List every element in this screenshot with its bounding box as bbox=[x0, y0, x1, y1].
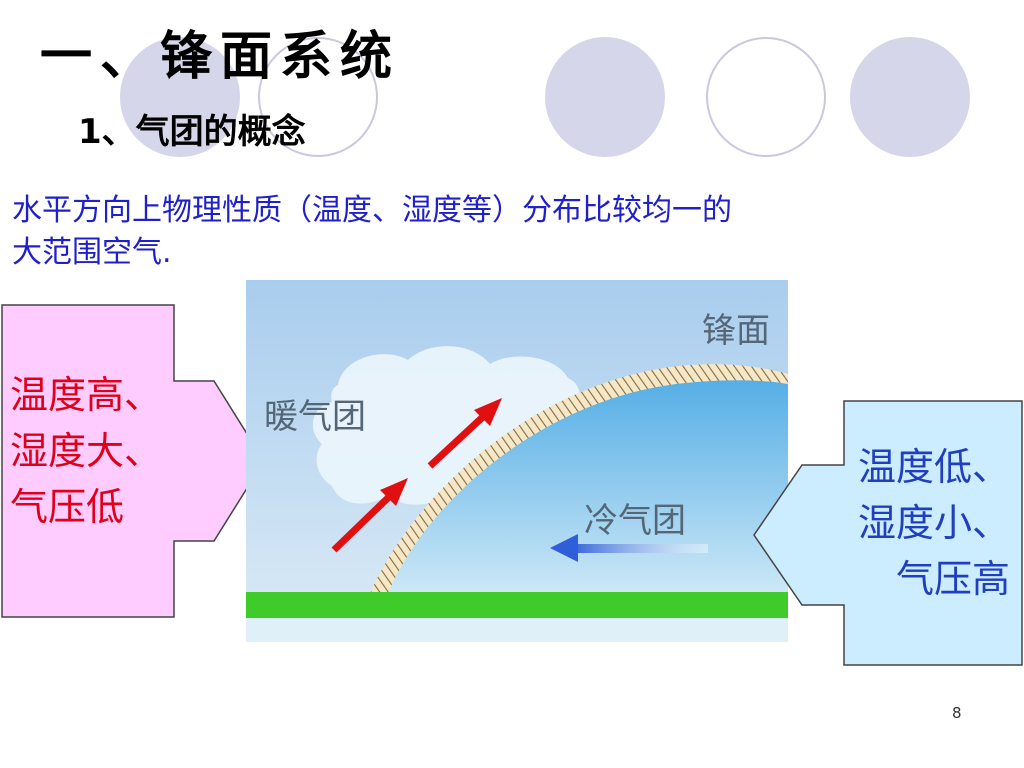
cold-air-properties-text: 温度低、 湿度小、 气压高 bbox=[858, 439, 1010, 607]
property-line: 湿度大、 bbox=[10, 429, 163, 473]
cold-air-mass bbox=[381, 380, 788, 598]
right-arrow-callout-shape bbox=[1, 304, 265, 618]
left-arrow-callout-shape bbox=[753, 400, 1023, 666]
slide-title: 一、锋面系统 bbox=[40, 27, 401, 87]
definition-line-1: 水平方向上物理性质（温度、湿度等）分布比较均一的 bbox=[12, 193, 732, 228]
cold-air-properties-callout: 温度低、 湿度小、 气压高 bbox=[752, 399, 1024, 667]
decorative-circle bbox=[120, 37, 240, 157]
cold-air-mass-label: 冷气团 bbox=[584, 501, 686, 541]
decorative-circle bbox=[850, 37, 970, 157]
warm-air-properties-text: 温度高、 湿度大、 气压低 bbox=[10, 367, 162, 535]
cold-air-movement-arrow bbox=[550, 534, 708, 562]
front-label: 锋面 bbox=[702, 311, 770, 351]
rising-warm-air-arrow bbox=[331, 478, 408, 553]
decorative-circle bbox=[706, 37, 826, 157]
property-line: 气压低 bbox=[10, 485, 125, 529]
property-line: 温度低、 bbox=[857, 445, 1010, 489]
warm-air-properties-callout: 温度高、 湿度大、 气压低 bbox=[0, 303, 266, 619]
front-diagram: 锋面 暖气团 冷气团 bbox=[246, 280, 788, 642]
definition-text: 水平方向上物理性质（温度、湿度等）分布比较均一的 大范围空气. bbox=[12, 190, 1012, 274]
property-line: 温度高、 bbox=[10, 373, 163, 417]
page-number: 8 bbox=[952, 704, 962, 722]
definition-line-2: 大范围空气. bbox=[12, 235, 172, 270]
front-diagram-image: 锋面 暖气团 冷气团 bbox=[246, 280, 788, 642]
section-heading: 1、气团的概念 bbox=[78, 112, 306, 152]
frontal-surface bbox=[368, 364, 788, 598]
property-line: 湿度小、 bbox=[857, 501, 1010, 545]
warm-air-mass-label: 暖气团 bbox=[264, 397, 366, 437]
decorative-circle bbox=[545, 37, 665, 157]
rising-warm-air-arrow bbox=[427, 398, 502, 469]
decorative-circle bbox=[258, 37, 378, 157]
ground bbox=[246, 592, 788, 618]
property-line: 气压高 bbox=[895, 557, 1010, 601]
